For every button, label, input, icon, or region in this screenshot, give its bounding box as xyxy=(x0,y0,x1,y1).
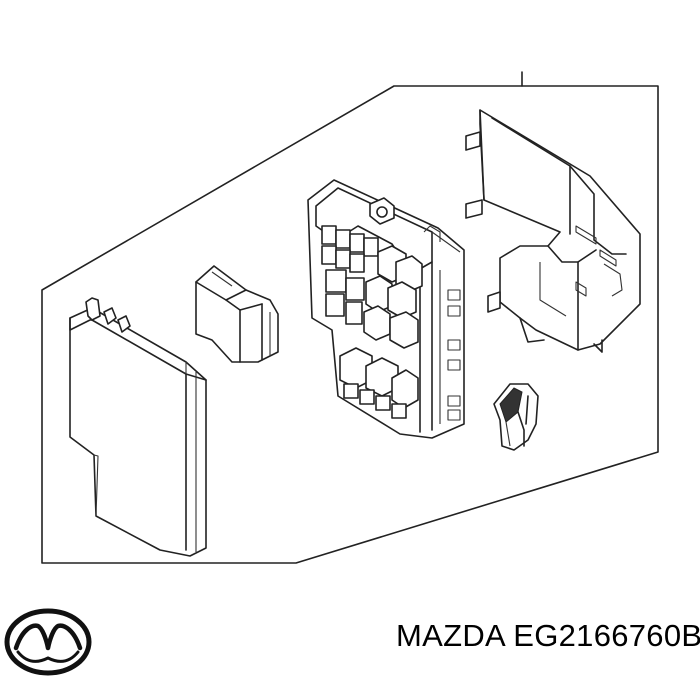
part-number: EG2166760B xyxy=(513,618,700,653)
fuse-box-cover-icon xyxy=(69,297,207,557)
diagram-frame xyxy=(41,85,659,564)
relay-cover-icon xyxy=(195,265,279,363)
mazda-logo-icon xyxy=(4,608,92,676)
connector-clip-icon xyxy=(493,383,539,451)
fuse-relay-block-icon xyxy=(307,179,465,439)
mounting-bracket-icon xyxy=(465,109,641,353)
part-number-caption: MAZDA EG2166760B xyxy=(396,618,700,654)
brand-name: MAZDA xyxy=(396,618,505,653)
